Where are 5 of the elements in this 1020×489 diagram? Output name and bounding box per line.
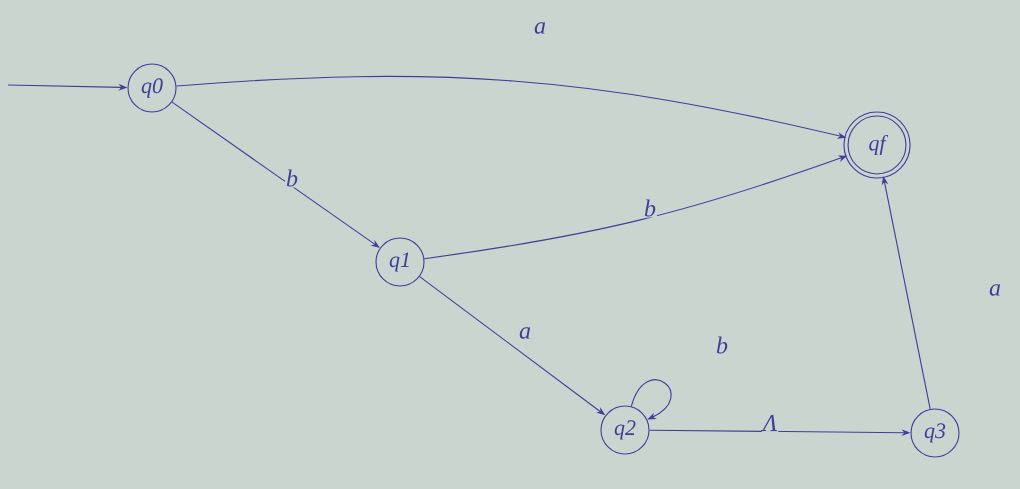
edge-label: a (518, 326, 532, 340)
edge-label: a (988, 283, 1002, 297)
arrow (630, 379, 672, 420)
arrow (171, 101, 380, 248)
edge-label: a (533, 21, 547, 35)
